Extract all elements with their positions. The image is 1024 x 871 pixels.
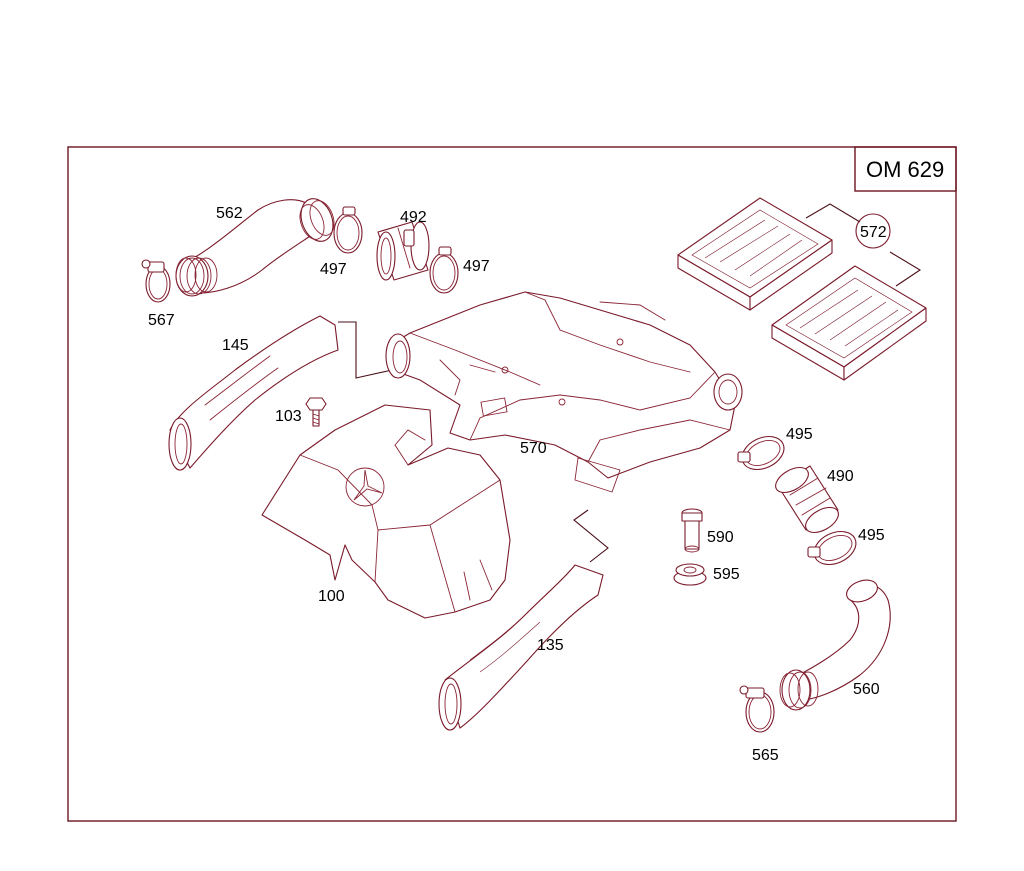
- part-595-grommet[interactable]: [673, 563, 707, 586]
- label-572: 572: [860, 224, 887, 241]
- label-135: 135: [537, 637, 564, 654]
- label-145: 145: [222, 337, 249, 354]
- part-100-engine-cover[interactable]: [261, 404, 511, 619]
- label-590: 590: [707, 529, 734, 546]
- part-567-hose-clamp[interactable]: [141, 259, 171, 303]
- part-572-air-filter-lower[interactable]: [771, 265, 927, 381]
- label-492: 492: [400, 209, 427, 226]
- label-490: 490: [827, 468, 854, 485]
- part-495-clamp-upper[interactable]: [737, 430, 790, 476]
- part-572-air-filter-upper[interactable]: [677, 197, 833, 311]
- label-497-right: 497: [463, 258, 490, 275]
- label-565: 565: [752, 747, 779, 764]
- leader-145: [338, 321, 393, 379]
- part-135-intake-duct[interactable]: [438, 564, 604, 731]
- label-570: 570: [520, 440, 547, 457]
- engine-code-label: OM 629: [866, 157, 944, 182]
- label-103: 103: [275, 408, 302, 425]
- leader-572: [805, 203, 922, 287]
- diagram-frame: [67, 146, 957, 822]
- part-497-clamp-right[interactable]: [429, 246, 459, 294]
- leader-135: [573, 509, 609, 563]
- label-100: 100: [318, 588, 345, 605]
- part-497-clamp-left[interactable]: [333, 206, 363, 254]
- part-570-filter-housing[interactable]: [385, 291, 743, 493]
- part-103-screw[interactable]: [305, 397, 327, 427]
- label-495-upper: 495: [786, 426, 813, 443]
- label-495-lower: 495: [858, 527, 885, 544]
- part-490-air-mass-sensor[interactable]: [771, 462, 842, 537]
- callout-572-circle: [855, 213, 891, 249]
- engine-code-box: OM 629: [854, 146, 957, 192]
- part-562-intake-hose[interactable]: [175, 194, 339, 297]
- part-492-adapter[interactable]: [376, 221, 430, 281]
- label-595: 595: [713, 566, 740, 583]
- label-497-left: 497: [320, 261, 347, 278]
- part-590-sleeve[interactable]: [681, 508, 703, 553]
- part-560-intake-hose[interactable]: [779, 576, 891, 711]
- part-565-hose-clamp[interactable]: [739, 685, 775, 733]
- label-567: 567: [148, 312, 175, 329]
- label-560: 560: [853, 681, 880, 698]
- part-145-intake-duct[interactable]: [168, 315, 339, 471]
- part-495-clamp-lower[interactable]: [807, 525, 861, 571]
- label-562: 562: [216, 205, 243, 222]
